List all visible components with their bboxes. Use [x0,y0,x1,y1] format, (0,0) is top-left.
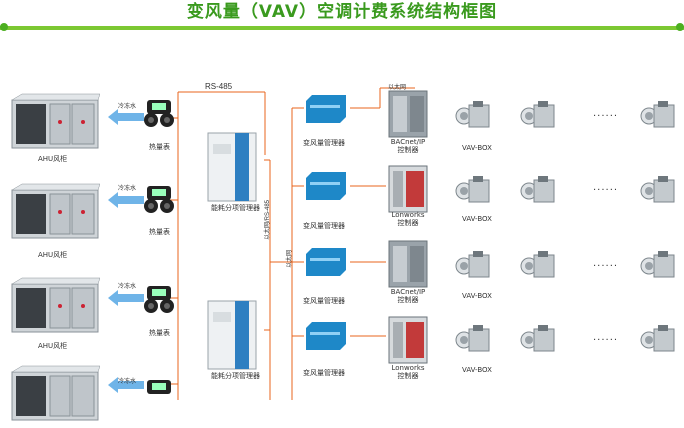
ahu-label-3: AHU风柜 [38,342,68,350]
lonworks-label-1-line2: 控制器 [397,219,419,227]
vav-manager-label-1: 变风量管理器 [303,139,345,147]
lonworks-label-2-line2: 控制器 [397,372,419,380]
bacnet-label-2-line1: BACnet/IP [390,288,426,296]
vav-manager-1 [306,95,346,127]
vav-manager-2 [306,172,346,204]
vav-manager-3 [306,248,346,280]
water-arrow-3 [108,290,144,306]
ahu-unit-1 [10,92,101,156]
vav-box-label-4: VAV-BOX [462,366,492,374]
vav-box-2-1 [455,175,491,209]
bacnet-label-2-line2: 控制器 [397,296,419,304]
vav-manager-4 [306,322,346,354]
energy-panel-1 [207,132,257,206]
ethernet-main-label: 以太网 [287,249,293,268]
heat-meter-label-2: 热量表 [149,228,170,236]
heat-meter-label-3: 热量表 [149,329,170,337]
lonworks-label-2-line1: Lonworks [391,364,425,372]
ahu-label-2: AHU风柜 [38,251,68,259]
ethernet-label: 以太网 [388,85,407,91]
heat-meter-4 [143,378,175,412]
eth-rs485-label: 以太网/RS-485 [265,199,271,240]
bacnet-label-1-line1: BACnet/IP [390,138,426,146]
water-label-1: 冷冻水 [118,103,137,110]
vav-box-2-3 [640,175,676,209]
heat-meter-1 [143,98,175,132]
vav-box-3-1 [455,250,491,284]
heat-meter-label-1: 热量表 [149,143,170,151]
vav-box-4-3 [640,324,676,358]
ellipsis-4: ...... [593,332,619,343]
vav-box-1-1 [455,100,491,134]
vav-box-4-2 [520,324,556,358]
lonworks-controller-1 [388,165,428,217]
vav-box-3-2 [520,250,556,284]
bacnet-label-1-line2: 控制器 [397,146,419,154]
heat-meter-3 [143,284,175,318]
vav-box-3-3 [640,250,676,284]
vav-box-4-1 [455,324,491,358]
vav-box-label-3: VAV-BOX [462,292,492,300]
lonworks-label-1-line1: Lonworks [391,211,425,219]
title-bar [0,23,684,31]
heat-meter-2 [143,184,175,218]
energy-panel-label-1: 能耗分项管理器 [211,204,260,212]
vav-box-2-2 [520,175,556,209]
water-label-3: 冷冻水 [118,283,137,290]
vav-box-1-3 [640,100,676,134]
ahu-unit-4 [10,364,101,428]
ahu-label-1: AHU风柜 [38,155,68,163]
water-label-2: 冷冻水 [118,185,137,192]
vav-manager-label-2: 变风量管理器 [303,222,345,230]
vav-box-label-1: VAV-BOX [462,144,492,152]
water-arrow-1 [108,109,144,125]
rs485-label: RS-485 [205,82,233,91]
bacnet-controller-1 [388,90,428,142]
water-arrow-4 [108,377,144,393]
diagram-title: 变风量（VAV）空调计费系统结构框图 [186,2,498,22]
vav-manager-label-4: 变风量管理器 [303,369,345,377]
bacnet-controller-2 [388,240,428,292]
connection-lines [170,87,415,400]
lonworks-controller-2 [388,316,428,368]
vav-manager-label-3: 变风量管理器 [303,297,345,305]
water-arrow-2 [108,192,144,208]
ellipsis-1: ...... [593,108,619,119]
ahu-unit-3 [10,276,101,340]
ellipsis-3: ...... [593,258,619,269]
energy-panel-label-2: 能耗分项管理器 [211,372,260,380]
energy-panel-2 [207,300,257,374]
vav-box-1-2 [520,100,556,134]
vav-box-label-2: VAV-BOX [462,215,492,223]
water-label-4: 冷冻水 [118,378,137,385]
ahu-unit-2 [10,182,101,246]
ellipsis-2: ...... [593,182,619,193]
